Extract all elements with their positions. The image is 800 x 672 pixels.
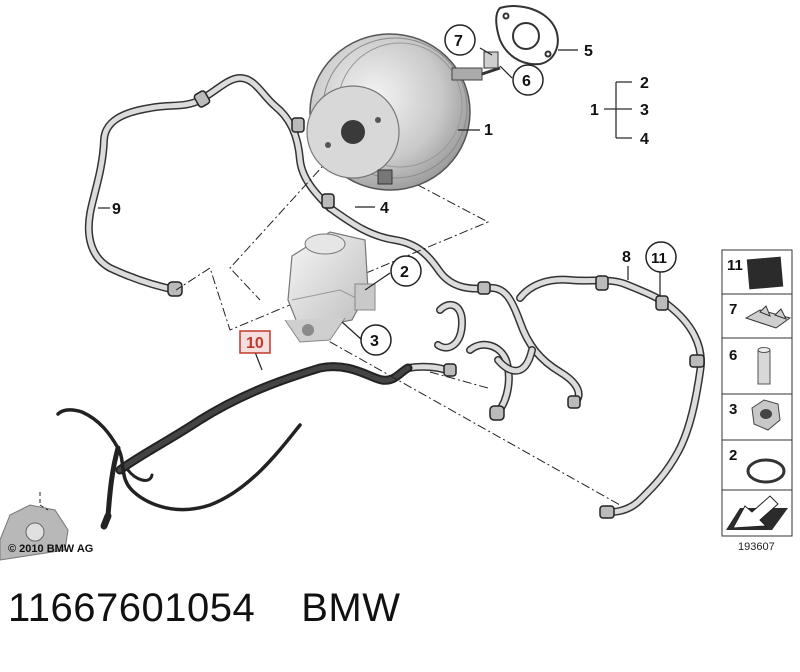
arrow-pad-icon (726, 495, 788, 530)
part-caption: 11667601054 BMW (8, 586, 401, 646)
hose-9 (84, 74, 334, 294)
part-7-bracket (483, 51, 499, 69)
callout-4[interactable]: 4 (380, 200, 389, 217)
callout-leaders (98, 47, 661, 371)
hose-connectors (167, 90, 705, 519)
part-number: 11667601054 (8, 586, 256, 630)
callout-6[interactable]: 6 (522, 73, 531, 90)
callout-2[interactable]: 2 (400, 264, 409, 281)
copyright-notice: © 2010 BMW AG (8, 543, 94, 555)
callout-11[interactable]: 11 (651, 250, 667, 267)
hex-nut-icon (751, 399, 781, 431)
callout-8[interactable]: 8 (622, 249, 631, 266)
thin-lines (56, 408, 302, 530)
tree-root: 1 (590, 102, 599, 119)
legend-number-6: 6 (729, 347, 737, 364)
legend-cell-6[interactable] (721, 337, 793, 395)
hose-main (326, 204, 705, 516)
callout-circle-7[interactable] (444, 24, 476, 56)
leader-lines (175, 144, 621, 506)
pin-icon (757, 347, 771, 385)
foam-pad-icon (746, 256, 784, 290)
tree-item-2: 3 (640, 102, 649, 119)
clip-icon (744, 305, 792, 329)
legend-number-3: 3 (729, 401, 737, 418)
callout-1[interactable]: 1 (484, 122, 493, 139)
engine-fragment (0, 492, 69, 561)
o-ring-icon (746, 458, 786, 484)
diagram-reference-number: 193607 (738, 541, 775, 553)
brand-name: BMW (301, 586, 401, 630)
callout-box-10[interactable] (239, 330, 271, 354)
callout-circle-2[interactable] (390, 255, 422, 287)
callout-3[interactable]: 3 (370, 333, 379, 350)
gasket (495, 5, 559, 66)
tree-item-3: 4 (640, 131, 649, 148)
callout-5[interactable]: 5 (584, 43, 593, 60)
legend-number-11: 11 (727, 257, 743, 274)
callout-9[interactable]: 9 (112, 201, 121, 218)
brake-booster (306, 33, 501, 191)
callout-circle-6[interactable] (512, 64, 544, 96)
legend-number-2: 2 (729, 447, 737, 464)
callout-7[interactable]: 7 (454, 33, 463, 50)
tree-item-1: 2 (640, 75, 649, 92)
legend-number-7: 7 (729, 301, 737, 318)
parts-legend: 11 7 6 3 2 (721, 249, 793, 537)
line-10 (115, 362, 413, 475)
callout-circle-11[interactable] (645, 241, 677, 273)
callout-circle-3[interactable] (360, 324, 392, 356)
callout-10[interactable]: 10 (246, 335, 264, 352)
callouts: 1 4 5 8 9 7 6 2 3 11 10 1 2 3 4 (112, 24, 677, 356)
reservoir (284, 231, 376, 343)
